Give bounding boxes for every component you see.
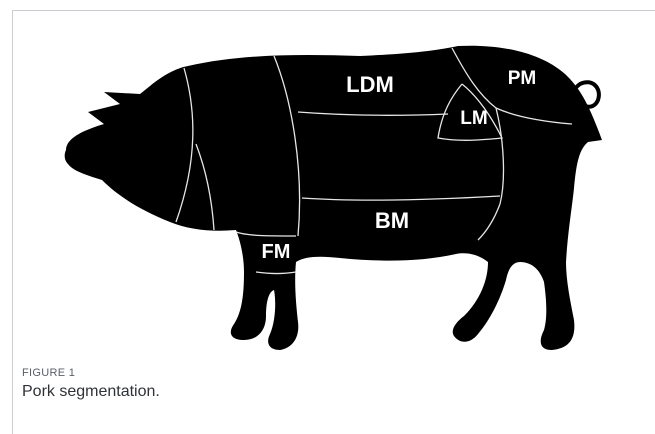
label-bm: BM xyxy=(375,208,409,233)
label-pm: PM xyxy=(508,68,537,89)
snout xyxy=(76,145,84,159)
pig-diagram: LDM PM LM BM FM xyxy=(0,0,655,360)
label-lm: LM xyxy=(460,108,487,129)
figure-image: LDM PM LM BM FM xyxy=(0,0,655,360)
figure-number: FIGURE 1 xyxy=(22,367,622,379)
label-fm: FM xyxy=(262,241,291,263)
figure-caption: FIGURE 1 Pork segmentation. xyxy=(22,367,622,401)
figure-title: Pork segmentation. xyxy=(22,383,622,401)
pig-silhouette xyxy=(65,46,602,350)
label-ldm: LDM xyxy=(346,72,394,97)
